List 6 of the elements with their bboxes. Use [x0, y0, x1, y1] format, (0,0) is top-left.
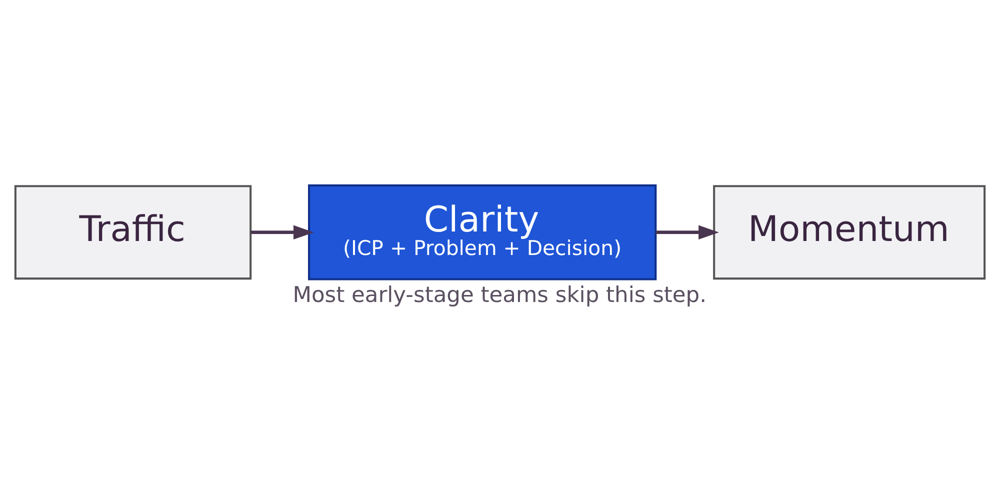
node-box: Momentum [713, 185, 986, 280]
arrow [656, 225, 719, 240]
node-box: Clarity (ICP + Problem + Decision) [308, 184, 657, 280]
caption: Most early-stage teams skip this step. [292, 283, 707, 308]
node-box: Traffic [14, 185, 252, 280]
arrow [250, 225, 314, 240]
